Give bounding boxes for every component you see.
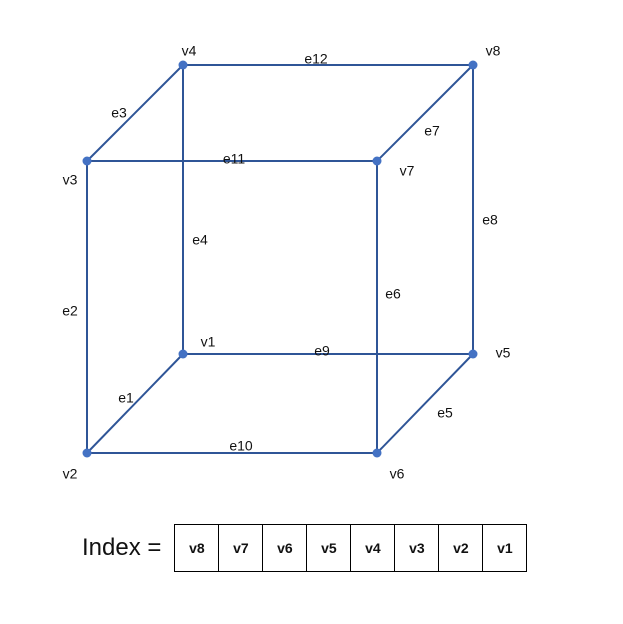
vertex-label-v6: v6 bbox=[390, 466, 405, 482]
index-array: v8 v7 v6 v5 v4 v3 v2 v1 bbox=[174, 524, 528, 572]
index-cell: v8 bbox=[175, 524, 220, 572]
edge-e3 bbox=[86, 64, 184, 162]
edge-label-e9: e9 bbox=[314, 343, 330, 359]
edge-label-e5: e5 bbox=[437, 405, 453, 421]
index-cell: v5 bbox=[307, 524, 352, 572]
vertex-labels-layer: v1 v2 v3 v4 v5 v6 v7 v8 bbox=[63, 43, 511, 482]
cube-graph-diagram: e1 e2 e3 e4 e5 e6 e7 e8 e9 e10 e11 e12 v1 v2 v3 v4 v5 v6… bbox=[62, 43, 511, 482]
edge-label-e2: e2 bbox=[62, 303, 78, 319]
index-cell: v6 bbox=[263, 524, 308, 572]
edge-label-e3: e3 bbox=[111, 105, 127, 121]
index-cell: v4 bbox=[351, 524, 396, 572]
edge-label-e4: e4 bbox=[192, 232, 208, 248]
vertex-label-v5: v5 bbox=[496, 345, 511, 361]
index-cell: v7 bbox=[219, 524, 264, 572]
edge-e5 bbox=[376, 353, 474, 454]
vertex-v8 bbox=[468, 60, 478, 70]
vertex-v4 bbox=[178, 60, 188, 70]
edge-label-e6: e6 bbox=[385, 286, 401, 302]
vertex-label-v3: v3 bbox=[63, 172, 78, 188]
vertex-v7 bbox=[372, 156, 382, 166]
vertex-label-v8: v8 bbox=[486, 43, 501, 59]
index-cell: v1 bbox=[483, 524, 528, 572]
vertex-v1 bbox=[178, 349, 188, 359]
vertex-label-v1: v1 bbox=[201, 334, 216, 350]
vertex-v6 bbox=[372, 448, 382, 458]
edge-e7 bbox=[376, 64, 474, 162]
vertex-label-v2: v2 bbox=[63, 466, 78, 482]
vertex-label-v7: v7 bbox=[400, 163, 415, 179]
edge-label-e8: e8 bbox=[482, 212, 498, 228]
edge-e1 bbox=[86, 353, 184, 454]
edge-label-e1: e1 bbox=[118, 390, 134, 406]
edges-layer bbox=[86, 64, 474, 454]
vertex-label-v4: v4 bbox=[182, 43, 197, 59]
index-label: Index = bbox=[82, 534, 162, 561]
vertex-v5 bbox=[468, 349, 478, 359]
edge-label-e11: e11 bbox=[223, 151, 246, 167]
vertex-v3 bbox=[82, 156, 92, 166]
edge-label-e12: e12 bbox=[304, 51, 328, 67]
index-cell: v2 bbox=[439, 524, 484, 572]
vertex-v2 bbox=[82, 448, 92, 458]
edge-label-e7: e7 bbox=[424, 123, 440, 139]
edge-labels-layer: e1 e2 e3 e4 e5 e6 e7 e8 e9 e10 e11 e12 bbox=[62, 51, 498, 454]
edge-label-e10: e10 bbox=[229, 438, 253, 454]
vertices-layer bbox=[82, 60, 478, 458]
index-cell: v3 bbox=[395, 524, 440, 572]
index-row: Index = v8 v7 v6 v5 v4 v3 v2 v1 bbox=[82, 524, 528, 572]
